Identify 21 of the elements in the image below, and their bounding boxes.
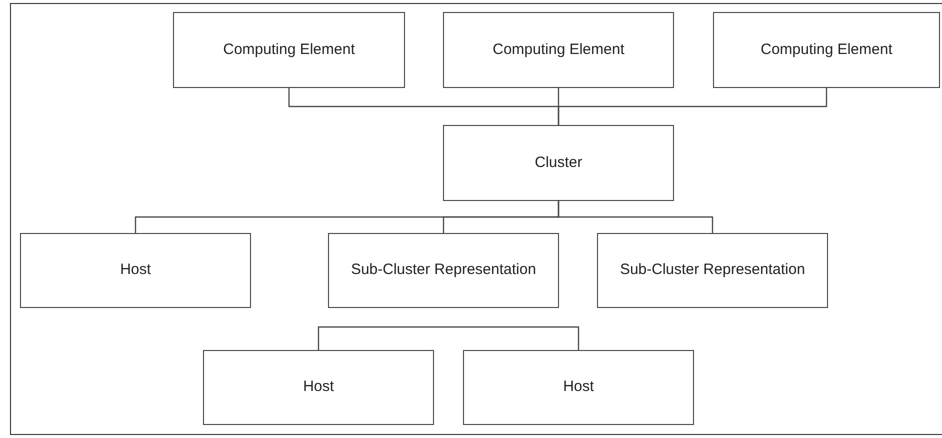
box-label: Sub-Cluster Representation [350,260,536,280]
box-label: Computing Element [492,40,624,60]
box-label: Sub-Cluster Representation [620,260,806,280]
box-label: Computing Element [223,40,355,60]
box-label: Computing Element [760,40,892,60]
process-box [173,12,405,88]
connector-line [558,201,714,233]
box-label: Host [563,377,594,398]
box-label: Cluster [534,152,582,173]
process-box [203,350,434,425]
process-box [20,233,251,308]
process-box [597,233,828,308]
box-label: Host [120,260,151,280]
connector-line [558,88,828,125]
box-label: Host [303,377,334,398]
process-box [328,233,559,308]
process-box [463,350,694,425]
process-box [443,12,674,88]
process-box [713,12,940,88]
process-box [443,125,674,201]
connector-line [318,326,580,350]
